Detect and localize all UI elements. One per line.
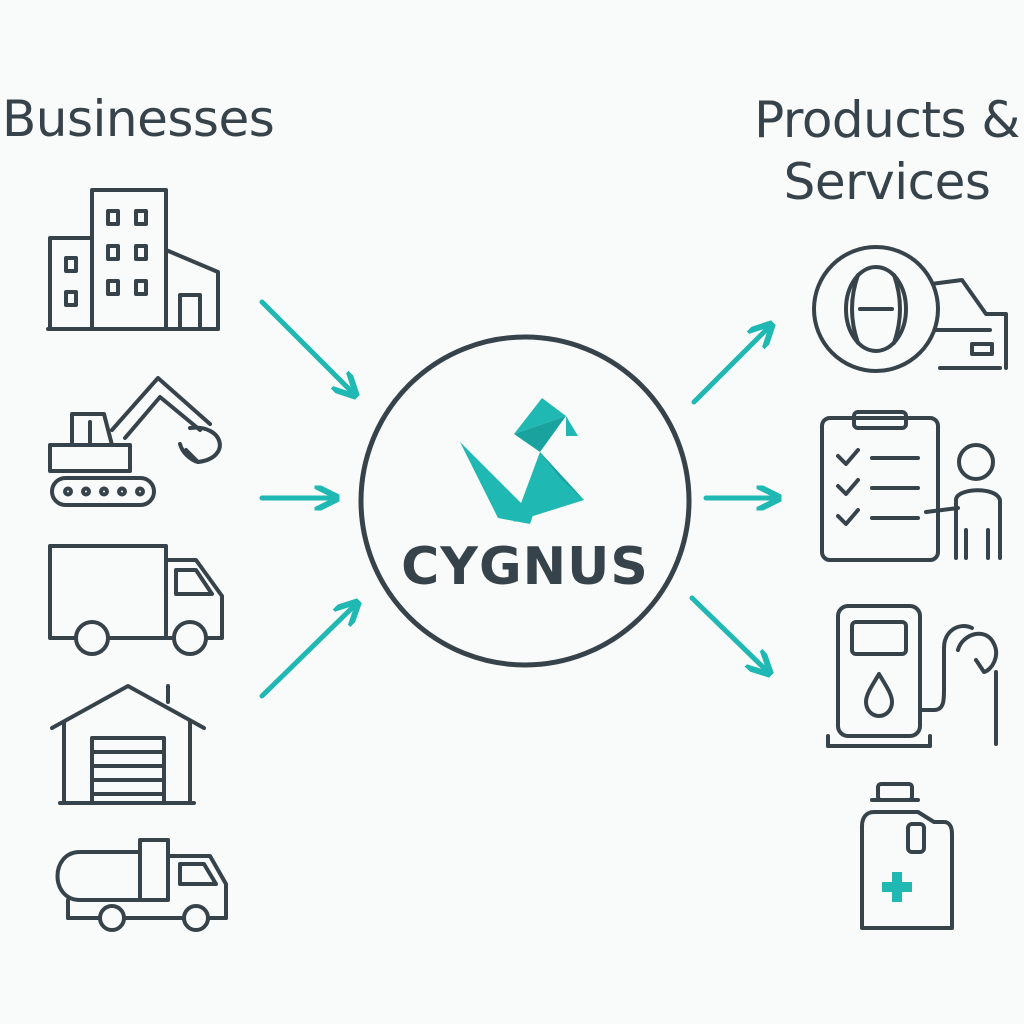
arrow-in-bottom [259,606,354,699]
incoming-arrows [259,299,354,699]
hub-circle [358,334,692,668]
products-heading-line-1: Products & [754,91,1020,149]
tire-and-car-icon [812,245,1008,373]
box-truck-icon [48,544,224,656]
garage-icon [50,684,206,805]
fluid-container-icon [860,782,954,930]
tanker-truck-icon [55,838,228,932]
outgoing-arrows [689,328,774,670]
office-building-icon [46,188,220,331]
cygnus-hub: CYGNUS [358,334,692,668]
arrow-out-bottom [689,595,766,670]
fuel-pump-icon [826,604,999,748]
swan-logo-icon [460,398,584,524]
excavator-icon [48,376,222,507]
products-heading-line-2: Services [783,153,991,211]
checklist-consultant-icon [820,410,1002,562]
brand-name: CYGNUS [401,537,649,597]
arrow-out-top [691,328,768,405]
arrow-in-top [259,299,352,392]
businesses-heading: Businesses [2,90,275,148]
products-services-heading: Products &Services [690,89,1024,213]
